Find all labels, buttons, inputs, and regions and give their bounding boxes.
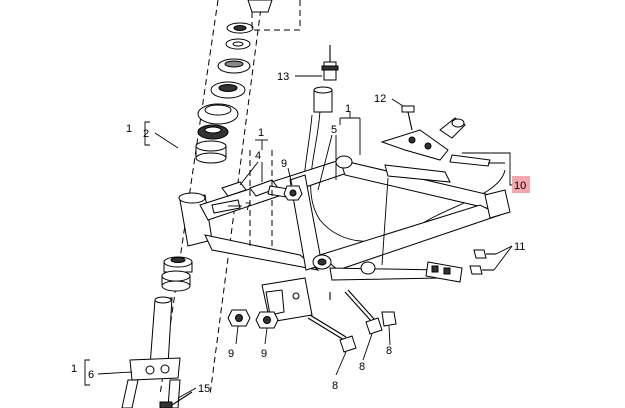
steering-bearing-stack (159, 0, 273, 396)
callout-11: 11 (514, 241, 525, 253)
callout-4: 4 (255, 150, 261, 162)
main-frame (178, 155, 511, 323)
lever-bracket (380, 117, 505, 183)
callout-6: 6 (88, 369, 94, 381)
callout-labels: 1 2 1 4 7 9 13 1 5 12 10 11 9 9 8 8 8 1 … (71, 71, 526, 395)
callout-9-top: 9 (281, 158, 287, 170)
callout-7: 7 (245, 201, 251, 213)
callout-1-bottom: 1 (71, 363, 77, 375)
callout-5: 5 (331, 124, 337, 136)
callout-15: 15 (198, 383, 210, 395)
front-fork (121, 296, 181, 408)
cable-routing (251, 0, 506, 242)
callout-8-b: 8 (359, 361, 365, 373)
bracket-11 (425, 249, 496, 283)
callout-1-top-left: 1 (126, 123, 132, 135)
callout-9-b: 9 (261, 348, 267, 360)
callout-10: 10 (514, 180, 526, 192)
callout-9-a: 9 (228, 348, 234, 360)
bolt-15 (159, 391, 193, 408)
callout-8-c: 8 (332, 380, 338, 392)
callout-8-a: 8 (386, 345, 392, 357)
callout-1-mid: 1 (258, 127, 264, 139)
nut-9-top (283, 185, 303, 201)
nuts-9-lower (227, 309, 279, 329)
bolt-12 (401, 105, 415, 131)
callout-10-highlight (512, 176, 530, 193)
callout-12: 12 (374, 93, 386, 105)
long-bolts-8 (307, 289, 397, 353)
cable-adjuster (300, 45, 339, 113)
callout-2: 2 (143, 128, 149, 140)
callout-13: 13 (277, 71, 289, 83)
callout-1-right: 1 (345, 103, 351, 115)
